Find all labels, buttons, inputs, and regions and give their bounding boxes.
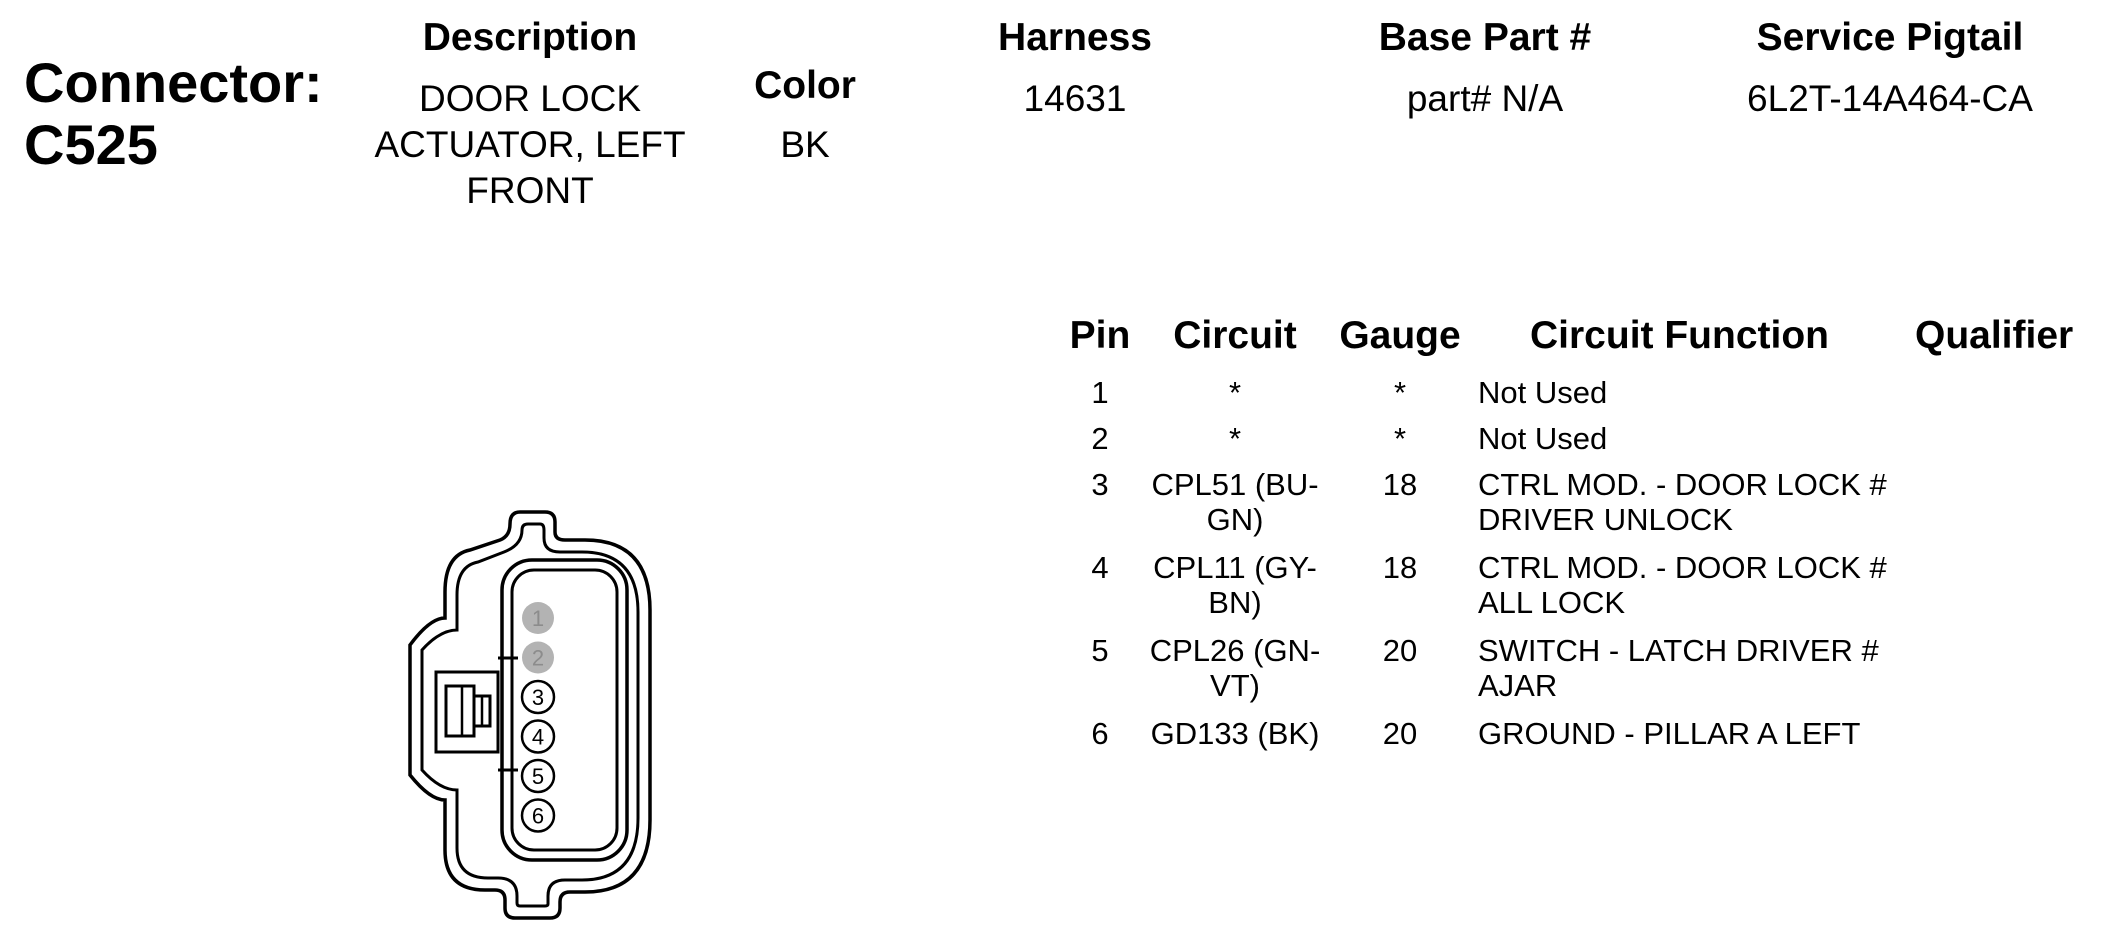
pin-row-1-pin: 1 <box>1060 375 1140 410</box>
latch-outer <box>434 670 500 754</box>
pin-row-5-pin: 5 <box>1060 633 1140 668</box>
service-pigtail-header: Service Pigtail <box>1756 16 2024 59</box>
cell-line: DRIVER UNLOCK <box>1478 502 1733 537</box>
color-value: BK <box>780 124 830 165</box>
pin-cavity-inner <box>510 568 619 852</box>
pin-row-6-circuit: GD133 (BK) <box>1140 716 1330 751</box>
cell-line: 2 <box>1091 421 1109 456</box>
connector-diagram: 1 2 3 4 5 6 <box>408 510 652 920</box>
pin-row-4-function: CTRL MOD. - DOOR LOCK #ALL LOCK <box>1478 550 1918 620</box>
cell-line: ALL LOCK <box>1478 585 1626 620</box>
pin-row-5-gauge: 20 <box>1330 633 1470 668</box>
col-header-gauge: Gauge <box>1339 314 1461 357</box>
cell-line: GD133 (BK) <box>1150 716 1320 751</box>
pin-row-4-pin: 4 <box>1060 550 1140 585</box>
description-line: DOOR LOCK <box>418 78 642 119</box>
base-part-value: part# N/A <box>1406 78 1564 119</box>
cell-line: VT) <box>1210 668 1260 703</box>
pin-row-6-gauge: 20 <box>1330 716 1470 751</box>
col-header-pin: Pin <box>1069 314 1131 357</box>
cell-line: BN) <box>1208 585 1262 620</box>
service-pigtail-value: 6L2T-14A464-CA <box>1747 78 2033 119</box>
cell-line: * <box>1393 421 1407 456</box>
description-line: ACTUATOR, LEFT <box>374 124 686 165</box>
cell-line: GROUND - PILLAR A LEFT <box>1478 716 1861 751</box>
base-part-header: Base Part # <box>1378 16 1592 59</box>
connector-housing-inner <box>420 522 640 908</box>
pin-6-label: 6 <box>532 804 544 829</box>
pin-row-2-circuit: * <box>1140 421 1330 456</box>
pin-row-1-circuit: * <box>1140 375 1330 410</box>
pin-row-5-function: SWITCH - LATCH DRIVER #AJAR <box>1478 633 1918 703</box>
pin-row-2-pin: 2 <box>1060 421 1140 456</box>
pin-row-6-function: GROUND - PILLAR A LEFT <box>1478 716 1918 751</box>
cell-line: Not Used <box>1478 421 1608 456</box>
pin-5-label: 5 <box>532 764 544 789</box>
pin-row-3-function: CTRL MOD. - DOOR LOCK #DRIVER UNLOCK <box>1478 467 1918 537</box>
pin-1-circle <box>522 602 554 634</box>
color-header: Color <box>754 64 856 107</box>
pin-row-1-gauge: * <box>1330 375 1470 410</box>
harness-header: Harness <box>998 16 1152 59</box>
pin-row-6-pin: 6 <box>1060 716 1140 751</box>
cell-line: 18 <box>1382 550 1418 585</box>
cell-line: GN) <box>1206 502 1264 537</box>
pin-2-label: 2 <box>532 646 544 671</box>
cell-line: 6 <box>1091 716 1109 751</box>
pin-row-5-circuit: CPL26 (GN-VT) <box>1140 633 1330 703</box>
connector-label: Connector: <box>24 51 323 114</box>
col-header-circuit: Circuit <box>1173 314 1297 357</box>
cell-line: CPL26 (GN- <box>1149 633 1321 668</box>
cell-line: CPL51 (BU- <box>1151 467 1319 502</box>
col-header-circuit-function: Circuit Function <box>1530 314 1829 357</box>
pin-4-label: 4 <box>532 725 544 750</box>
connector-housing-outer <box>408 510 652 920</box>
cell-line: CTRL MOD. - DOOR LOCK # <box>1478 550 1887 585</box>
cell-line: 5 <box>1091 633 1109 668</box>
pin-3-label: 3 <box>532 685 544 710</box>
cell-line: * <box>1228 375 1242 410</box>
description-line: FRONT <box>466 170 594 211</box>
pin-row-4-circuit: CPL11 (GY-BN) <box>1140 550 1330 620</box>
connector-title: Connector: C525 <box>24 52 323 176</box>
pin-row-1-function: Not Used <box>1478 375 1918 410</box>
col-header-qualifier: Qualifier <box>1915 314 2074 357</box>
cell-line: 20 <box>1382 716 1418 751</box>
pin-row-2-function: Not Used <box>1478 421 1918 456</box>
cell-line: 18 <box>1382 467 1418 502</box>
cell-line: SWITCH - LATCH DRIVER # <box>1478 633 1879 668</box>
cell-line: 20 <box>1382 633 1418 668</box>
harness-value: 14631 <box>1023 78 1127 119</box>
pin-5-circle <box>520 758 556 794</box>
cell-line: 3 <box>1091 467 1109 502</box>
pin-row-3-gauge: 18 <box>1330 467 1470 502</box>
latch-inner <box>444 684 476 738</box>
cell-line: * <box>1393 375 1407 410</box>
pin-3-circle <box>520 679 556 715</box>
pin-row-2-gauge: * <box>1330 421 1470 456</box>
description-header: Description <box>422 16 638 59</box>
pin-2-circle <box>522 641 554 674</box>
description-value: DOOR LOCK ACTUATOR, LEFT FRONT <box>330 76 730 214</box>
pin-row-4-gauge: 18 <box>1330 550 1470 585</box>
connector-id: C525 <box>24 113 158 176</box>
pin-4-circle <box>520 719 556 754</box>
cell-line: * <box>1228 421 1242 456</box>
pin-row-3-circuit: CPL51 (BU-GN) <box>1140 467 1330 537</box>
pin-6-circle <box>520 798 556 833</box>
cell-line: AJAR <box>1478 668 1558 703</box>
cell-line: Not Used <box>1478 375 1608 410</box>
pin-1-label: 1 <box>532 606 544 631</box>
cell-line: CPL11 (GY- <box>1153 550 1317 585</box>
cell-line: 1 <box>1091 375 1109 410</box>
cell-line: 4 <box>1091 550 1109 585</box>
pin-row-3-pin: 3 <box>1060 467 1140 502</box>
pin-cavity-frame <box>500 558 629 862</box>
cell-line: CTRL MOD. - DOOR LOCK # <box>1478 467 1887 502</box>
